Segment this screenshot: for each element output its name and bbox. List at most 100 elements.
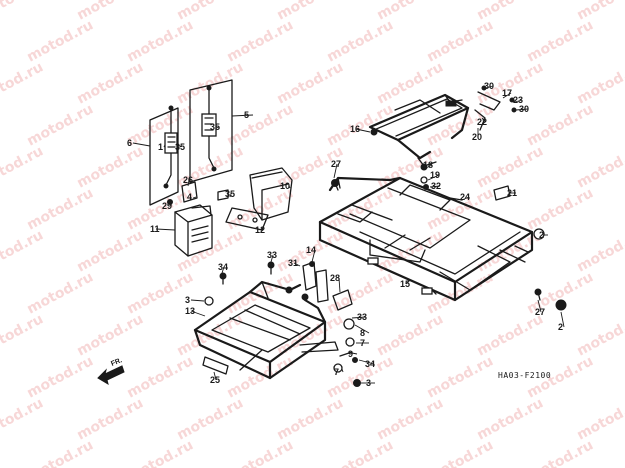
leader-c30b — [515, 108, 529, 111]
callout-c34a: 34 — [218, 262, 228, 272]
leader-c27a — [333, 163, 338, 179]
watermark-text: motod.ru — [74, 227, 146, 275]
leader-c17 — [502, 92, 512, 99]
callout-c27b: 27 — [535, 307, 545, 317]
callout-c22: 22 — [477, 117, 487, 127]
watermark-text: motod.ru — [0, 227, 46, 275]
callout-c27a: 27 — [331, 159, 341, 169]
leader-c33a — [270, 254, 274, 263]
leader-c26 — [187, 179, 190, 187]
callout-c24: 24 — [460, 192, 470, 202]
callout-c8: 8 — [360, 328, 365, 338]
leader-c24 — [461, 196, 470, 201]
relay-brackets — [149, 79, 233, 206]
watermark-text: motod.ru — [124, 17, 196, 65]
leader-c19 — [427, 174, 440, 181]
callout-c11: 11 — [150, 224, 160, 234]
watermark-text: motod.ru — [224, 101, 296, 149]
callout-c35a: 35 — [175, 142, 185, 152]
watermark-text: motod.ru — [174, 395, 246, 443]
leader-c35c — [229, 193, 232, 198]
watermark-text: motod.ru — [24, 269, 96, 317]
watermark-text: motod.ru — [74, 143, 146, 191]
watermark-text: motod.ru — [324, 437, 396, 468]
callout-c33b: 33 — [357, 312, 367, 322]
callout-c31: 31 — [288, 258, 298, 268]
watermark-text: motod.ru — [0, 0, 46, 24]
watermark-text: motod.ru — [524, 437, 596, 468]
callout-c17: 17 — [502, 88, 512, 98]
rear-carrier-upper — [368, 93, 470, 167]
callout-c1: 1 — [158, 142, 163, 152]
hardware — [202, 85, 567, 387]
front-carrier — [193, 280, 339, 380]
leader-c18 — [427, 164, 433, 168]
callout-c35b: 35 — [210, 122, 220, 132]
leader-c34a — [221, 266, 225, 274]
watermark-text: motod.ru — [524, 17, 596, 65]
watermark-text: motod.ru — [574, 227, 625, 275]
watermark-text: motod.ru — [474, 143, 546, 191]
callout-c14: 14 — [306, 245, 316, 255]
watermark-text: motod.ru — [324, 185, 396, 233]
callout-c2a: 2 — [539, 230, 544, 240]
leader-c35b — [215, 126, 220, 129]
leader-c34b — [358, 359, 375, 365]
callout-c5: 5 — [244, 110, 249, 120]
callout-c3b: 3 — [366, 378, 371, 388]
watermark-text: motod.ru — [124, 437, 196, 468]
leader-c9 — [351, 352, 358, 355]
callout-c7b: 7 — [334, 367, 339, 377]
leader-c28 — [338, 277, 341, 293]
leader-c1 — [163, 144, 166, 148]
leader-c15 — [405, 279, 411, 285]
watermark-text: motod.ru — [24, 353, 96, 401]
leader-c30a — [485, 85, 494, 89]
watermark-text: motod.ru — [374, 395, 446, 443]
leader-lines — [132, 85, 565, 384]
watermark-text: motod.ru — [74, 311, 146, 359]
watermark-text: motod.ru — [424, 17, 496, 65]
watermark-text: motod.ru — [24, 17, 96, 65]
front-marker-label: FR. — [110, 357, 123, 368]
callout-c4: 4 — [187, 192, 192, 202]
diagram-code: HA03-F2100 — [498, 371, 551, 380]
leader-c2b — [560, 311, 565, 328]
leader-c12 — [260, 227, 263, 231]
leader-c6 — [132, 142, 151, 147]
callout-c23: 23 — [513, 95, 523, 105]
battery-box-parts — [167, 167, 293, 257]
leader-c33b — [351, 316, 367, 319]
callout-c6: 6 — [127, 138, 132, 148]
callout-c20: 20 — [472, 132, 482, 142]
watermark-text: motod.ru — [574, 311, 625, 359]
leader-c8 — [354, 324, 370, 334]
watermark-text: motod.ru — [224, 269, 296, 317]
leader-c11 — [155, 228, 176, 231]
watermark-text: motod.ru — [224, 437, 296, 468]
leader-c25 — [213, 371, 217, 381]
leader-c16 — [355, 128, 371, 133]
leader-c10 — [288, 185, 291, 189]
watermark-text: motod.ru — [424, 437, 496, 468]
callout-c2b: 2 — [558, 322, 563, 332]
callout-c13: 13 — [185, 306, 195, 316]
watermark-text: motod.ru — [124, 353, 196, 401]
watermark-text: motod.ru — [74, 59, 146, 107]
watermark-text: motod.ru — [24, 185, 96, 233]
watermark-text: motod.ru — [174, 59, 246, 107]
watermark-text: motod.ru — [424, 353, 496, 401]
watermark-text: motod.ru — [274, 59, 346, 107]
rear-carrier-frame — [318, 176, 534, 302]
watermark-text: motod.ru — [24, 101, 96, 149]
callout-c35c: 35 — [225, 189, 235, 199]
callout-c28: 28 — [330, 273, 340, 283]
leader-c4 — [192, 196, 197, 199]
leader-c35a — [176, 143, 182, 148]
leader-c7b — [341, 368, 344, 373]
watermark-text: motod.ru — [274, 395, 346, 443]
front-arrow-icon: FR. — [97, 357, 125, 386]
callout-c19: 19 — [430, 170, 440, 180]
